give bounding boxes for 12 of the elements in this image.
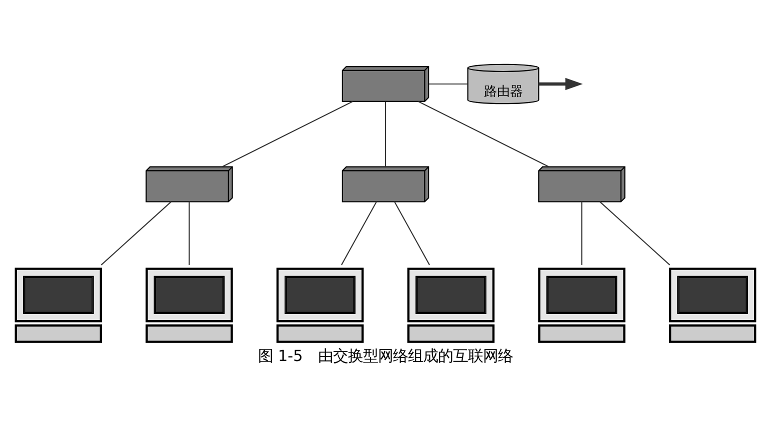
connector	[394, 202, 430, 266]
connector	[384, 102, 386, 167]
arrow	[538, 78, 583, 90]
connector	[600, 201, 670, 266]
connector	[188, 202, 190, 265]
connector	[428, 83, 468, 85]
connector	[581, 202, 582, 265]
connector	[418, 101, 550, 168]
connector	[341, 202, 377, 266]
caption: 图 1-5 由交换型网络组成的互联网络	[258, 347, 513, 366]
connector	[222, 101, 353, 168]
connector	[100, 201, 172, 266]
